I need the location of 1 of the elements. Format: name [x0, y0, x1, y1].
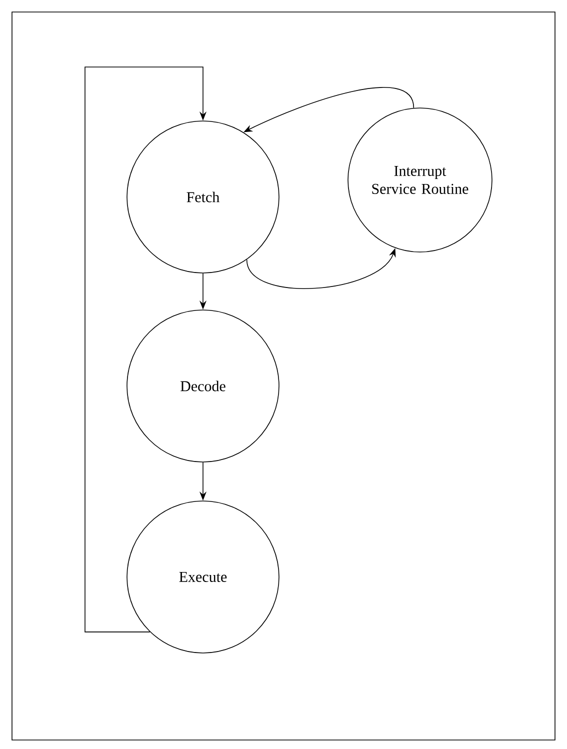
arrow	[84, 66, 207, 632]
